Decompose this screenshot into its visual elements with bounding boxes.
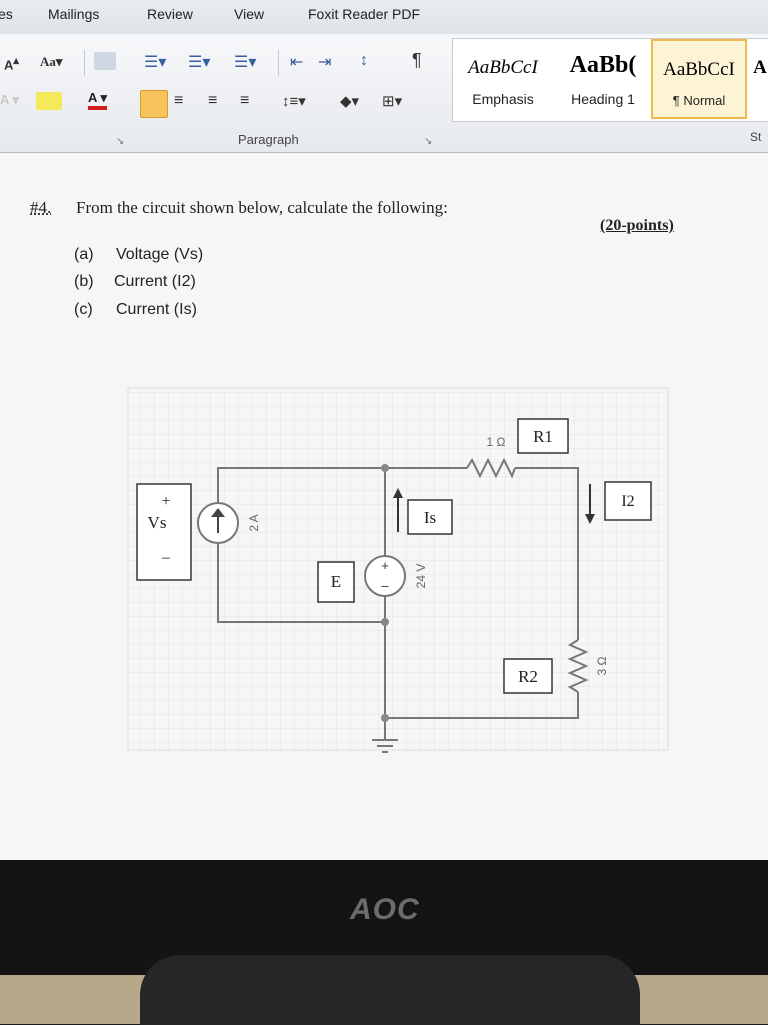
style-more[interactable]: A xyxy=(751,39,768,119)
voltage-source-value: 24 V xyxy=(414,564,428,589)
r2-resistor xyxy=(567,639,589,693)
styles-group-label: St xyxy=(750,130,762,144)
current-source-value: 2 A xyxy=(247,514,261,531)
r1-value: 1 Ω xyxy=(487,435,506,449)
tab-foxit-reader-pdf[interactable]: Foxit Reader PDF xyxy=(308,6,421,22)
style-preview: A xyxy=(753,57,767,78)
line-spacing-icon[interactable]: ↕≡▾ xyxy=(282,93,306,110)
text-effects-icon[interactable]: A ▾ xyxy=(0,92,20,107)
item-a-label: (a) xyxy=(74,246,94,263)
item-a-text: Voltage (Vs) xyxy=(116,246,204,263)
r2-value: 3 Ω xyxy=(595,656,609,675)
ribbon-tabs: es Mailings Review View Foxit Reader PDF xyxy=(0,0,768,35)
style-emphasis[interactable]: AaBbCcI Emphasis xyxy=(453,39,553,119)
highlight-color-icon[interactable] xyxy=(36,92,62,110)
voltage-source-icon xyxy=(364,555,406,597)
vs-plus: + xyxy=(161,493,170,510)
e-box xyxy=(317,561,355,603)
clear-formatting-icon[interactable] xyxy=(94,52,116,70)
r1-label: R1 xyxy=(533,427,553,446)
font-color-icon[interactable]: A ▾ xyxy=(88,90,108,110)
align-left-icon[interactable] xyxy=(140,90,168,118)
style-name: Emphasis xyxy=(472,91,534,107)
vs-minus: – xyxy=(161,549,171,566)
grow-font-button[interactable]: A▴ xyxy=(4,55,19,73)
styles-gallery: AaBbCcI Emphasis AaBb( Heading 1 AaBbCcI… xyxy=(452,38,768,122)
r1-box xyxy=(517,418,569,454)
node-dot xyxy=(381,618,389,626)
justify-icon[interactable]: ≡ xyxy=(240,92,250,109)
multilevel-list-icon[interactable]: ☰▾ xyxy=(234,54,257,71)
is-box xyxy=(407,499,453,535)
monitor-brand-logo: AOC xyxy=(350,893,420,926)
i2-label: I2 xyxy=(621,493,634,510)
screen: es Mailings Review View Foxit Reader PDF… xyxy=(0,0,768,860)
style-preview: AaBb( xyxy=(569,52,637,78)
font-dialog-launcher-icon[interactable]: ↘ xyxy=(116,136,125,147)
monitor-stand xyxy=(140,955,640,1025)
separator xyxy=(84,50,85,76)
shading-icon[interactable]: ◆▾ xyxy=(340,93,360,110)
vs-box xyxy=(136,483,192,581)
source-plus: + xyxy=(381,558,389,573)
change-case-button[interactable]: Aa▾ xyxy=(40,54,63,69)
tab-insert-partial[interactable]: es xyxy=(0,6,13,22)
align-right-icon[interactable]: ≡ xyxy=(208,92,218,109)
item-c-label: (c) xyxy=(74,301,93,318)
style-preview: AaBbCcI xyxy=(663,59,735,80)
bullets-icon[interactable]: ☰▾ xyxy=(144,54,167,71)
tab-review[interactable]: Review xyxy=(147,6,193,22)
points-label: (20-points) xyxy=(600,217,674,234)
paragraph-group-label: Paragraph xyxy=(238,132,299,147)
style-preview: AaBbCcI xyxy=(468,57,538,78)
style-heading-1[interactable]: AaBb( Heading 1 xyxy=(553,39,653,119)
tab-view[interactable]: View xyxy=(234,6,265,22)
r2-label: R2 xyxy=(518,667,538,686)
source-minus: – xyxy=(381,578,389,593)
paragraph-dialog-launcher-icon[interactable]: ↘ xyxy=(424,136,433,147)
align-center-icon[interactable]: ≡ xyxy=(174,92,184,109)
show-marks-icon[interactable]: ¶ xyxy=(412,50,422,70)
question-text: From the circuit shown below, calculate … xyxy=(76,198,448,217)
item-b-text: Current (I2) xyxy=(114,273,196,290)
item-b-label: (b) xyxy=(74,273,94,290)
i2-box xyxy=(604,481,652,521)
item-c-text: Current (Is) xyxy=(116,301,197,318)
e-label: E xyxy=(331,572,341,591)
is-label: Is xyxy=(424,508,436,527)
numbering-icon[interactable]: ☰▾ xyxy=(188,54,211,71)
decrease-indent-icon[interactable]: ⇤ xyxy=(290,54,304,71)
r2-box xyxy=(503,658,553,694)
r1-resistor xyxy=(466,457,516,479)
circuit-diagram: + Vs – E Is R1 I2 R2 1 Ω 2 A 24 V 3 Ω + … xyxy=(127,387,669,753)
borders-icon[interactable]: ⊞▾ xyxy=(382,93,403,110)
separator xyxy=(278,50,279,76)
tab-mailings[interactable]: Mailings xyxy=(48,6,100,22)
style-name: ¶ Normal xyxy=(672,93,726,108)
question-number: #4. xyxy=(30,198,52,217)
style-normal[interactable]: AaBbCcI ¶ Normal xyxy=(651,39,747,119)
increase-indent-icon[interactable]: ⇥ xyxy=(318,54,332,71)
sort-icon[interactable]: ↕ xyxy=(360,52,368,69)
vs-label: Vs xyxy=(148,513,167,532)
ground-icon xyxy=(372,739,398,753)
node-dot xyxy=(381,714,389,722)
node-dot xyxy=(381,464,389,472)
style-name: Heading 1 xyxy=(571,91,635,107)
